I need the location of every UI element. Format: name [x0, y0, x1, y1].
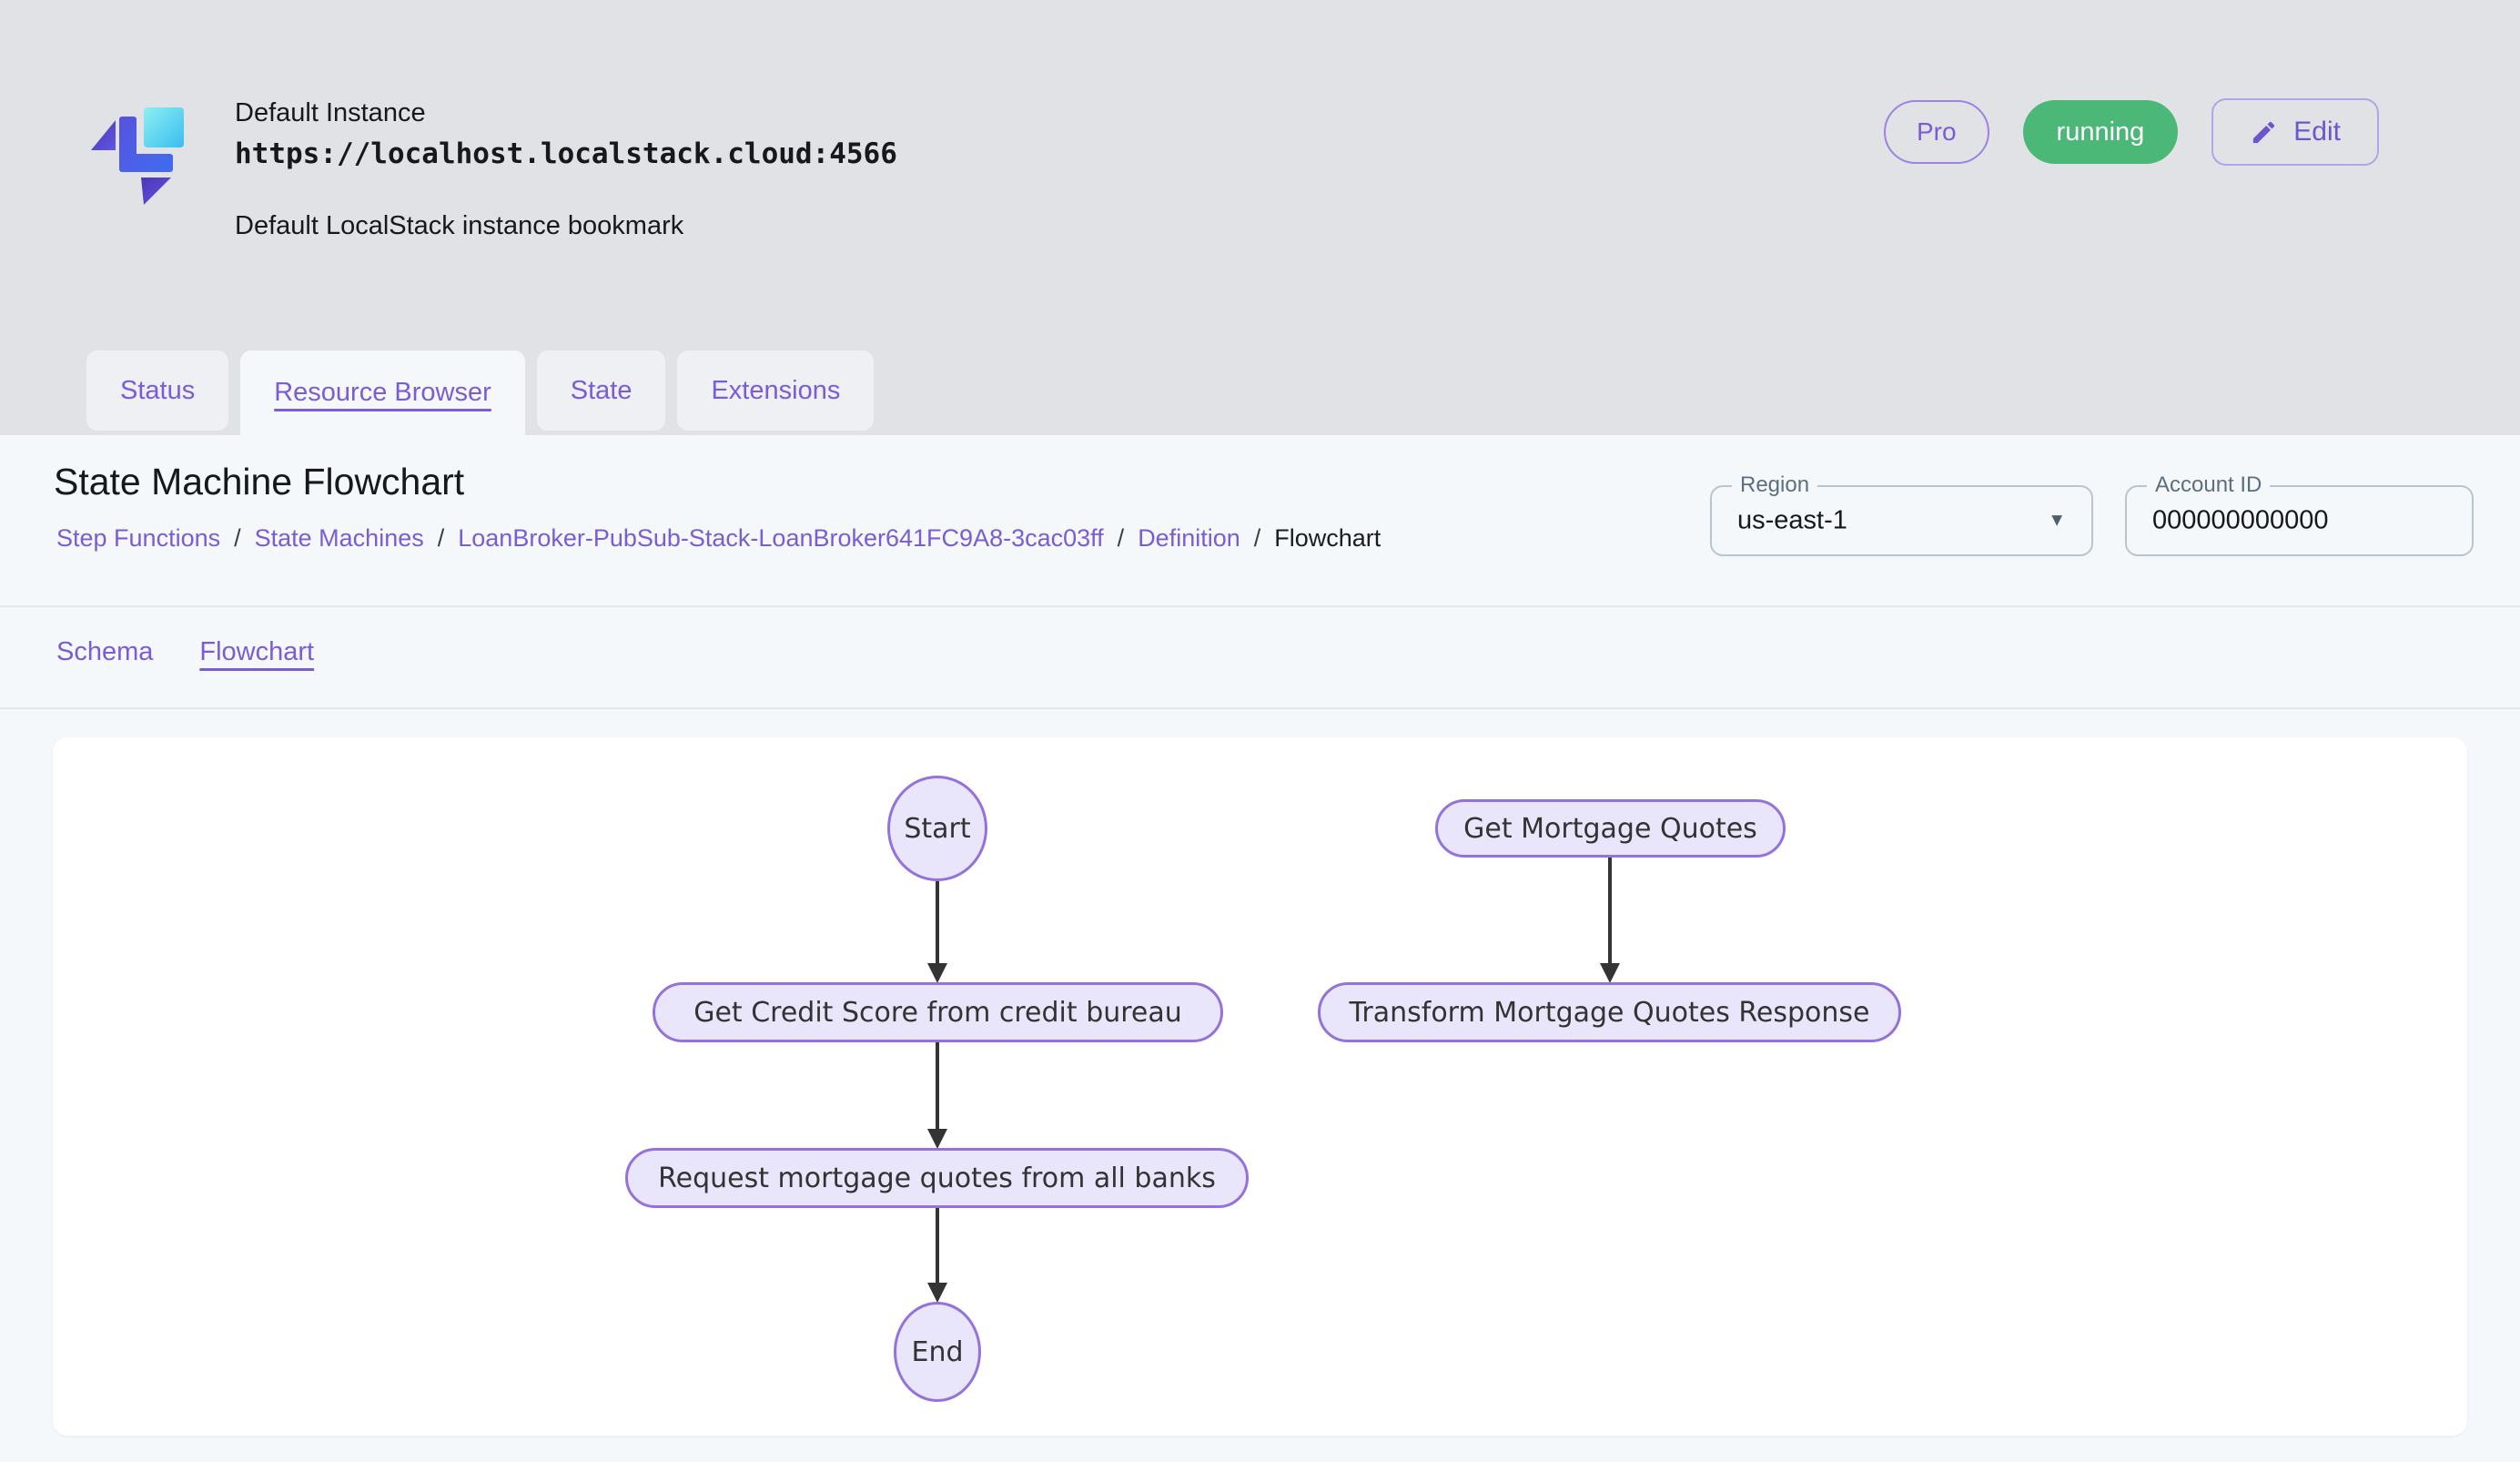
flow-arrowhead-icon	[1600, 963, 1620, 983]
region-label: Region	[1732, 472, 1818, 499]
tab-status[interactable]: Status	[86, 350, 229, 431]
flow-node-get-mortgage-quotes: Get Mortgage Quotes	[1435, 799, 1786, 858]
definition-subtabs: Schema Flowchart	[56, 637, 314, 667]
region-value: us-east-1	[1737, 505, 1847, 535]
breadcrumb-link[interactable]: Step Functions	[56, 524, 221, 552]
account-id-input[interactable]: Account ID 000000000000	[2125, 472, 2474, 556]
subtab-flowchart[interactable]: Flowchart	[199, 637, 315, 666]
region-select[interactable]: Region us-east-1 ▼	[1710, 472, 2093, 556]
instance-description: Default LocalStack instance bookmark	[235, 211, 684, 240]
breadcrumb-separator: /	[1117, 524, 1125, 552]
breadcrumb-link[interactable]: State Machines	[254, 524, 424, 552]
breadcrumb-separator: /	[437, 524, 445, 552]
flow-node-start: Start	[887, 776, 987, 881]
flow-edge-get-mortgage-quotes-to-transform-response	[1608, 858, 1612, 966]
instance-name: Default Instance	[235, 98, 426, 127]
flow-arrowhead-icon	[927, 963, 947, 983]
header-divider	[0, 605, 2520, 607]
instance-url: https://localhost.localstack.cloud:4566	[235, 137, 897, 170]
account-id-value: 000000000000	[2152, 505, 2329, 535]
flow-arrowhead-icon	[927, 1283, 947, 1303]
tab-state[interactable]: State	[536, 350, 666, 431]
resource-browser-panel: State Machine Flowchart Step Functions/S…	[0, 435, 2520, 1462]
edit-button[interactable]: Edit	[2211, 98, 2379, 166]
subtab-schema[interactable]: Schema	[56, 637, 154, 666]
pro-chip: Pro	[1883, 100, 1989, 164]
edit-button-label: Edit	[2293, 117, 2341, 147]
breadcrumb-link[interactable]: LoanBroker-PubSub-Stack-LoanBroker641FC9…	[458, 524, 1104, 552]
subtab-divider	[0, 707, 2520, 709]
flow-node-transform-response: Transform Mortgage Quotes Response	[1318, 982, 1901, 1042]
flow-edge-start-to-get-credit-score	[936, 881, 939, 966]
chevron-down-icon: ▼	[2048, 510, 2066, 531]
flow-node-end: End	[894, 1302, 981, 1402]
flow-edge-request-quotes-to-end	[936, 1208, 939, 1285]
flow-edge-get-credit-score-to-request-quotes	[936, 1042, 939, 1132]
account-id-label: Account ID	[2147, 472, 2271, 499]
breadcrumb-link[interactable]: Definition	[1138, 524, 1240, 552]
breadcrumb-current: Flowchart	[1274, 524, 1381, 552]
flow-arrowhead-icon	[927, 1129, 947, 1149]
breadcrumb-separator: /	[234, 524, 241, 552]
localstack-logo	[91, 107, 184, 205]
pencil-icon	[2253, 121, 2275, 143]
breadcrumb: Step Functions / State Machines / LoanBroker…	[56, 524, 1381, 553]
flow-node-get-credit-score: Get Credit Score from credit bureau	[653, 982, 1223, 1042]
tab-resource-browser[interactable]: Resource Browser	[240, 350, 525, 435]
page-title: State Machine Flowchart	[54, 461, 465, 503]
tab-extensions[interactable]: Extensions	[677, 350, 875, 431]
flow-node-request-quotes: Request mortgage quotes from all banks	[625, 1148, 1249, 1208]
status-badge: running	[2022, 100, 2179, 164]
breadcrumb-separator: /	[1253, 524, 1261, 552]
